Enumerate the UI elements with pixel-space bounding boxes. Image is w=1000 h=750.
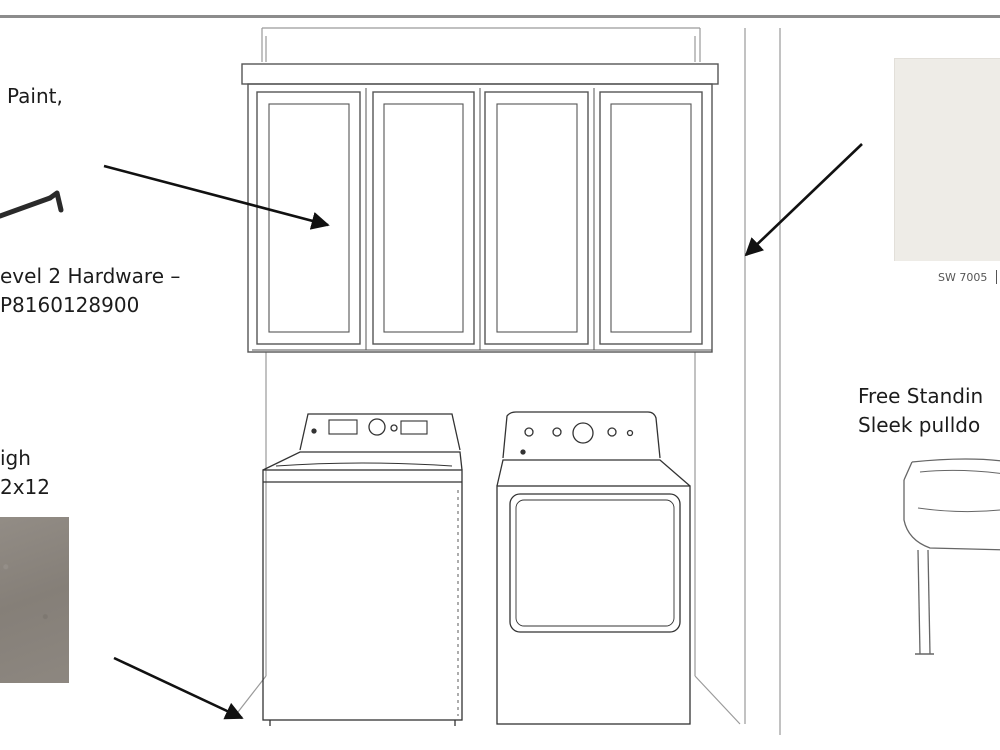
swatch-code: SW 7005 xyxy=(938,271,988,284)
sink-label: Free Standin Sleek pulldo xyxy=(858,382,983,440)
floor-tile-sample xyxy=(0,517,69,683)
dryer-icon xyxy=(496,411,691,725)
sink-label-line2: Sleek pulldo xyxy=(858,413,981,437)
swatch-code-divider xyxy=(996,270,997,284)
paint-label: Paint, xyxy=(7,82,63,111)
upper-cabinets xyxy=(241,63,719,353)
arrow-icon xyxy=(103,143,863,720)
hardware-leader-arrow xyxy=(103,164,330,230)
paint-leader-arrow xyxy=(744,143,863,257)
cabinet-pull-icon xyxy=(0,190,64,219)
tile-leader-arrow xyxy=(113,656,244,720)
utility-sink-icon xyxy=(903,458,1000,655)
sink-label-line1: Free Standin xyxy=(858,384,984,408)
hardware-label-line2: P8160128900 xyxy=(0,293,140,317)
tile-label-line1: igh xyxy=(0,446,31,470)
paint-swatch xyxy=(894,58,1000,261)
paint-label-line1: Paint, xyxy=(7,84,63,108)
washer-icon xyxy=(262,413,463,726)
hardware-label-line1: evel 2 Hardware – xyxy=(0,264,181,288)
tile-label: igh 2x12 xyxy=(0,444,50,502)
top-divider xyxy=(0,15,1000,18)
tile-label-line2: 2x12 xyxy=(0,475,51,499)
alcove-walls xyxy=(237,27,781,735)
hardware-label: evel 2 Hardware – P8160128900 xyxy=(0,262,180,320)
